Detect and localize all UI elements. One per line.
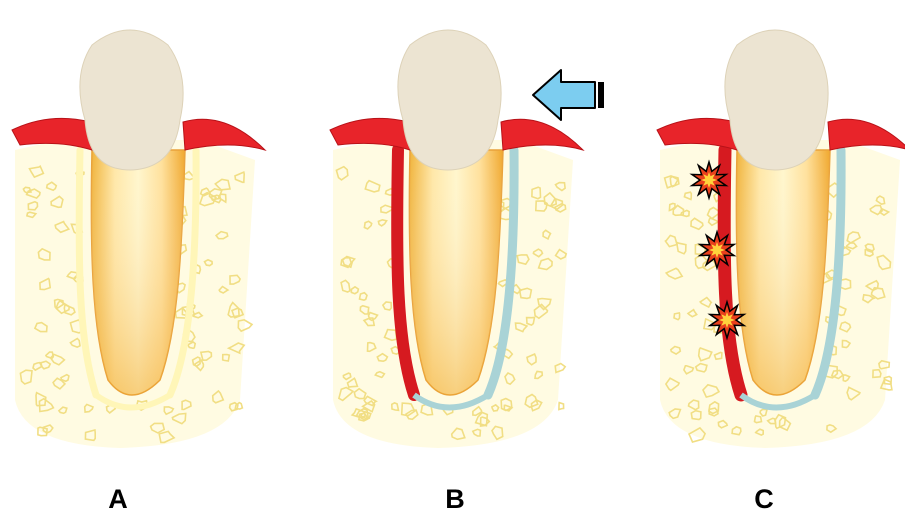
tooth-crown — [725, 30, 828, 170]
force-arrow-icon — [533, 70, 604, 120]
tooth-crown — [80, 30, 183, 170]
panel-label-a: A — [88, 484, 148, 515]
panel-label-c: C — [734, 484, 794, 515]
tooth-crown — [398, 30, 501, 170]
panel-c — [657, 30, 905, 448]
panel-a — [12, 30, 265, 448]
panel-b — [330, 30, 604, 448]
panel-label-b: B — [425, 484, 485, 515]
